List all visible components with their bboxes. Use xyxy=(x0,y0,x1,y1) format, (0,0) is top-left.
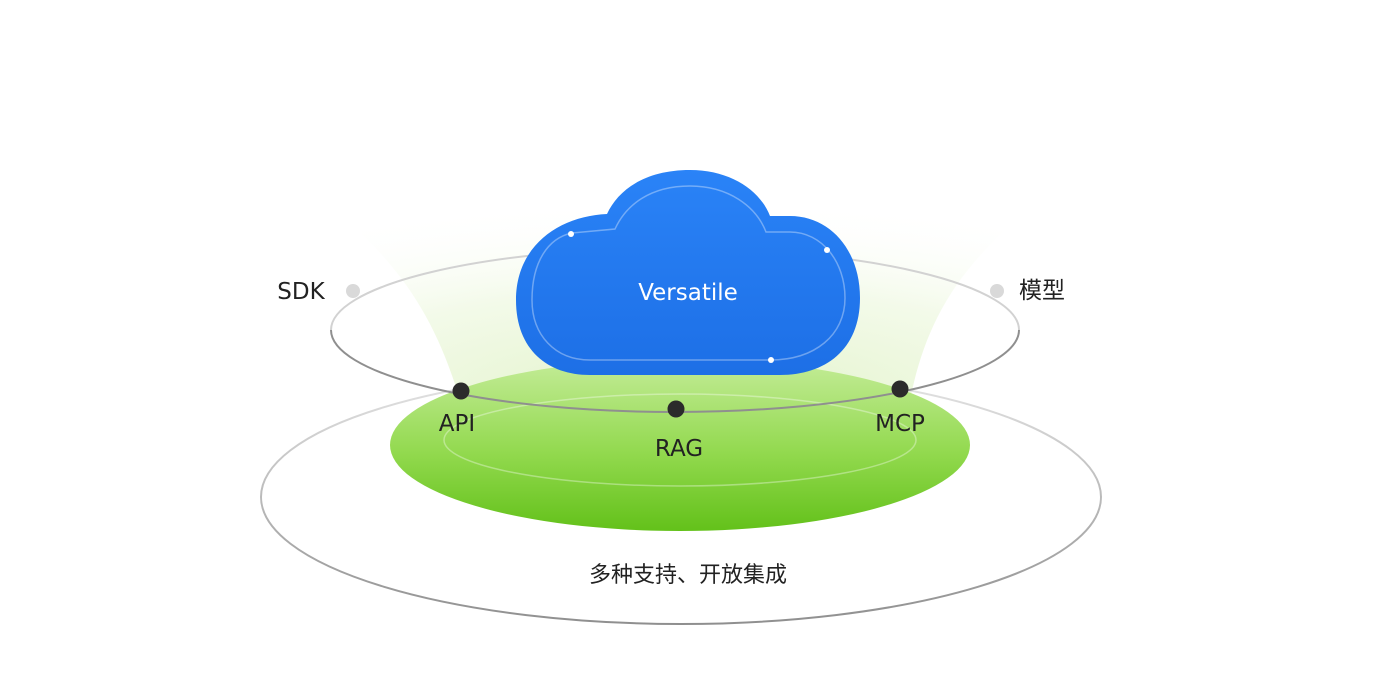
cloud-label: Versatile xyxy=(638,280,738,306)
api-node-dot xyxy=(452,382,470,400)
cloud-shape xyxy=(516,170,860,375)
sdk-label: SDK xyxy=(277,279,325,305)
rag-label: RAG xyxy=(655,436,703,462)
model-node-dot xyxy=(990,284,1004,298)
mcp-node-dot xyxy=(891,380,909,398)
diagram-caption: 多种支持、开放集成 xyxy=(589,563,787,588)
model-label: 模型 xyxy=(1019,278,1065,304)
rag-node-dot xyxy=(667,400,685,418)
platform-inner-ring xyxy=(443,393,917,487)
green-platform-disc xyxy=(390,359,970,531)
mcp-label: MCP xyxy=(875,411,925,437)
api-label: API xyxy=(439,411,475,437)
sdk-node-dot xyxy=(346,284,360,298)
